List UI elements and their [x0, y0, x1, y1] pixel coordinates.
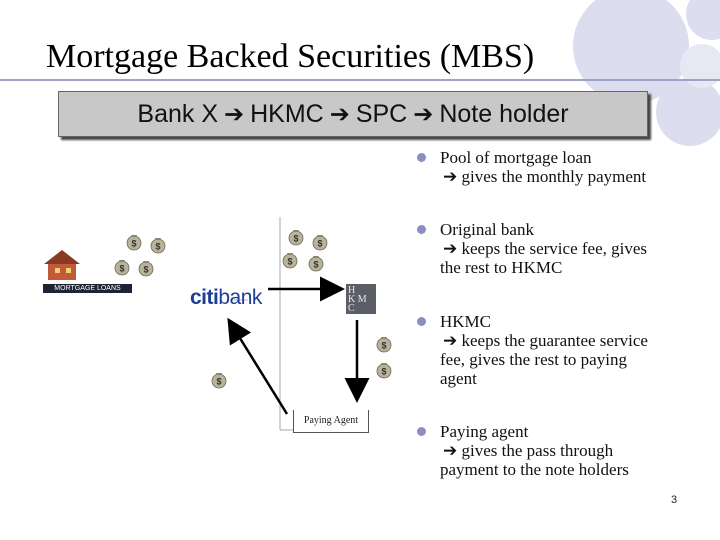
mbs-flow-diagram: $	[44, 217, 392, 431]
bullet-icon	[417, 427, 426, 436]
page-number: 3	[671, 494, 678, 506]
flow-item-hkmc: HKMC	[250, 99, 324, 128]
bullet-item: Original bank ➔ keeps the service fee, g…	[414, 220, 714, 277]
paying-agent-label: Paying Agent	[293, 410, 369, 433]
hkmc-logo: H K M C	[346, 284, 376, 314]
bullet-icon	[417, 153, 426, 162]
slide-title: Mortgage Backed Securities (MBS)	[46, 38, 535, 75]
bullet-icon	[417, 225, 426, 234]
house-icon	[44, 250, 80, 280]
arrow-agent-to-bank	[227, 317, 289, 415]
citibank-logo: citibank	[190, 286, 262, 309]
decorative-circles	[573, 0, 720, 146]
flow-box: Bank X ➔ HKMC ➔ SPC ➔ Note holder	[58, 91, 648, 137]
arrow-right-icon: ➔	[224, 100, 245, 128]
money-bag-icon	[114, 234, 166, 277]
arrow-right-icon: ➔	[413, 100, 434, 128]
mortgage-loans-label: MORTGAGE LOANS	[43, 284, 132, 293]
flow-item-bank: Bank X	[137, 99, 218, 128]
title-divider	[0, 79, 720, 81]
bullet-icon	[417, 317, 426, 326]
flow-item-spc: SPC	[355, 99, 408, 128]
bullet-item: Pool of mortgage loan ➔ gives the monthl…	[414, 148, 714, 186]
money-bag-icon	[282, 229, 328, 272]
arrow-right-icon: ➔	[329, 100, 350, 128]
money-bag-icon	[211, 336, 392, 389]
flow-item-note-holder: Note holder	[439, 99, 569, 128]
